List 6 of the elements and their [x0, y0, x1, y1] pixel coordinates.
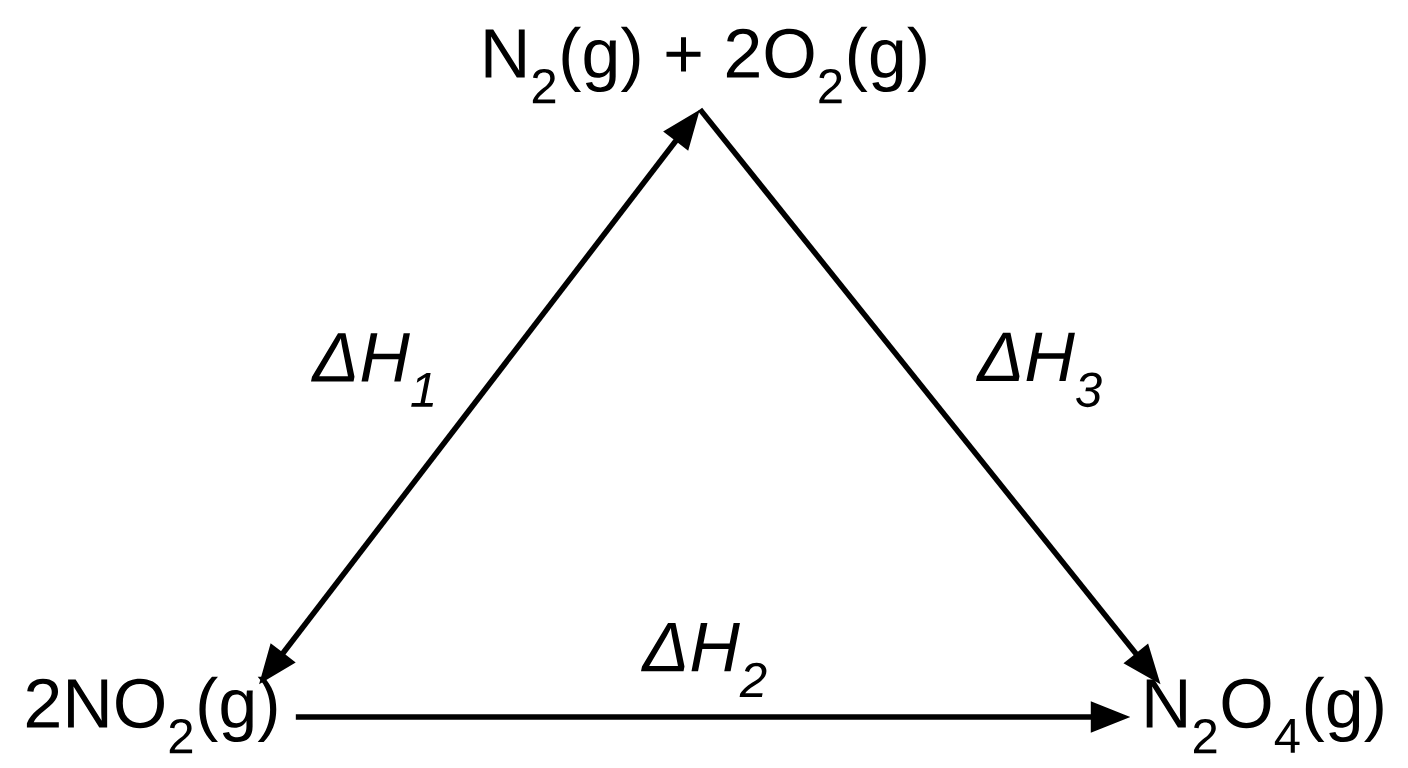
formula-label: 2NO$_{2}$(g) [26, 676, 277, 754]
edge-label: ΔH$_{1}$ [310, 331, 440, 409]
formula-label: N$_{2}$(g) + 2O$_{2}$(g) [485, 26, 926, 104]
edge-label: ΔH$_{2}$ [640, 621, 770, 699]
edge-label: ΔH$_{3}$ [975, 330, 1105, 410]
formula-label: N$_{2}$O$_{4}$(g) [1146, 676, 1383, 754]
